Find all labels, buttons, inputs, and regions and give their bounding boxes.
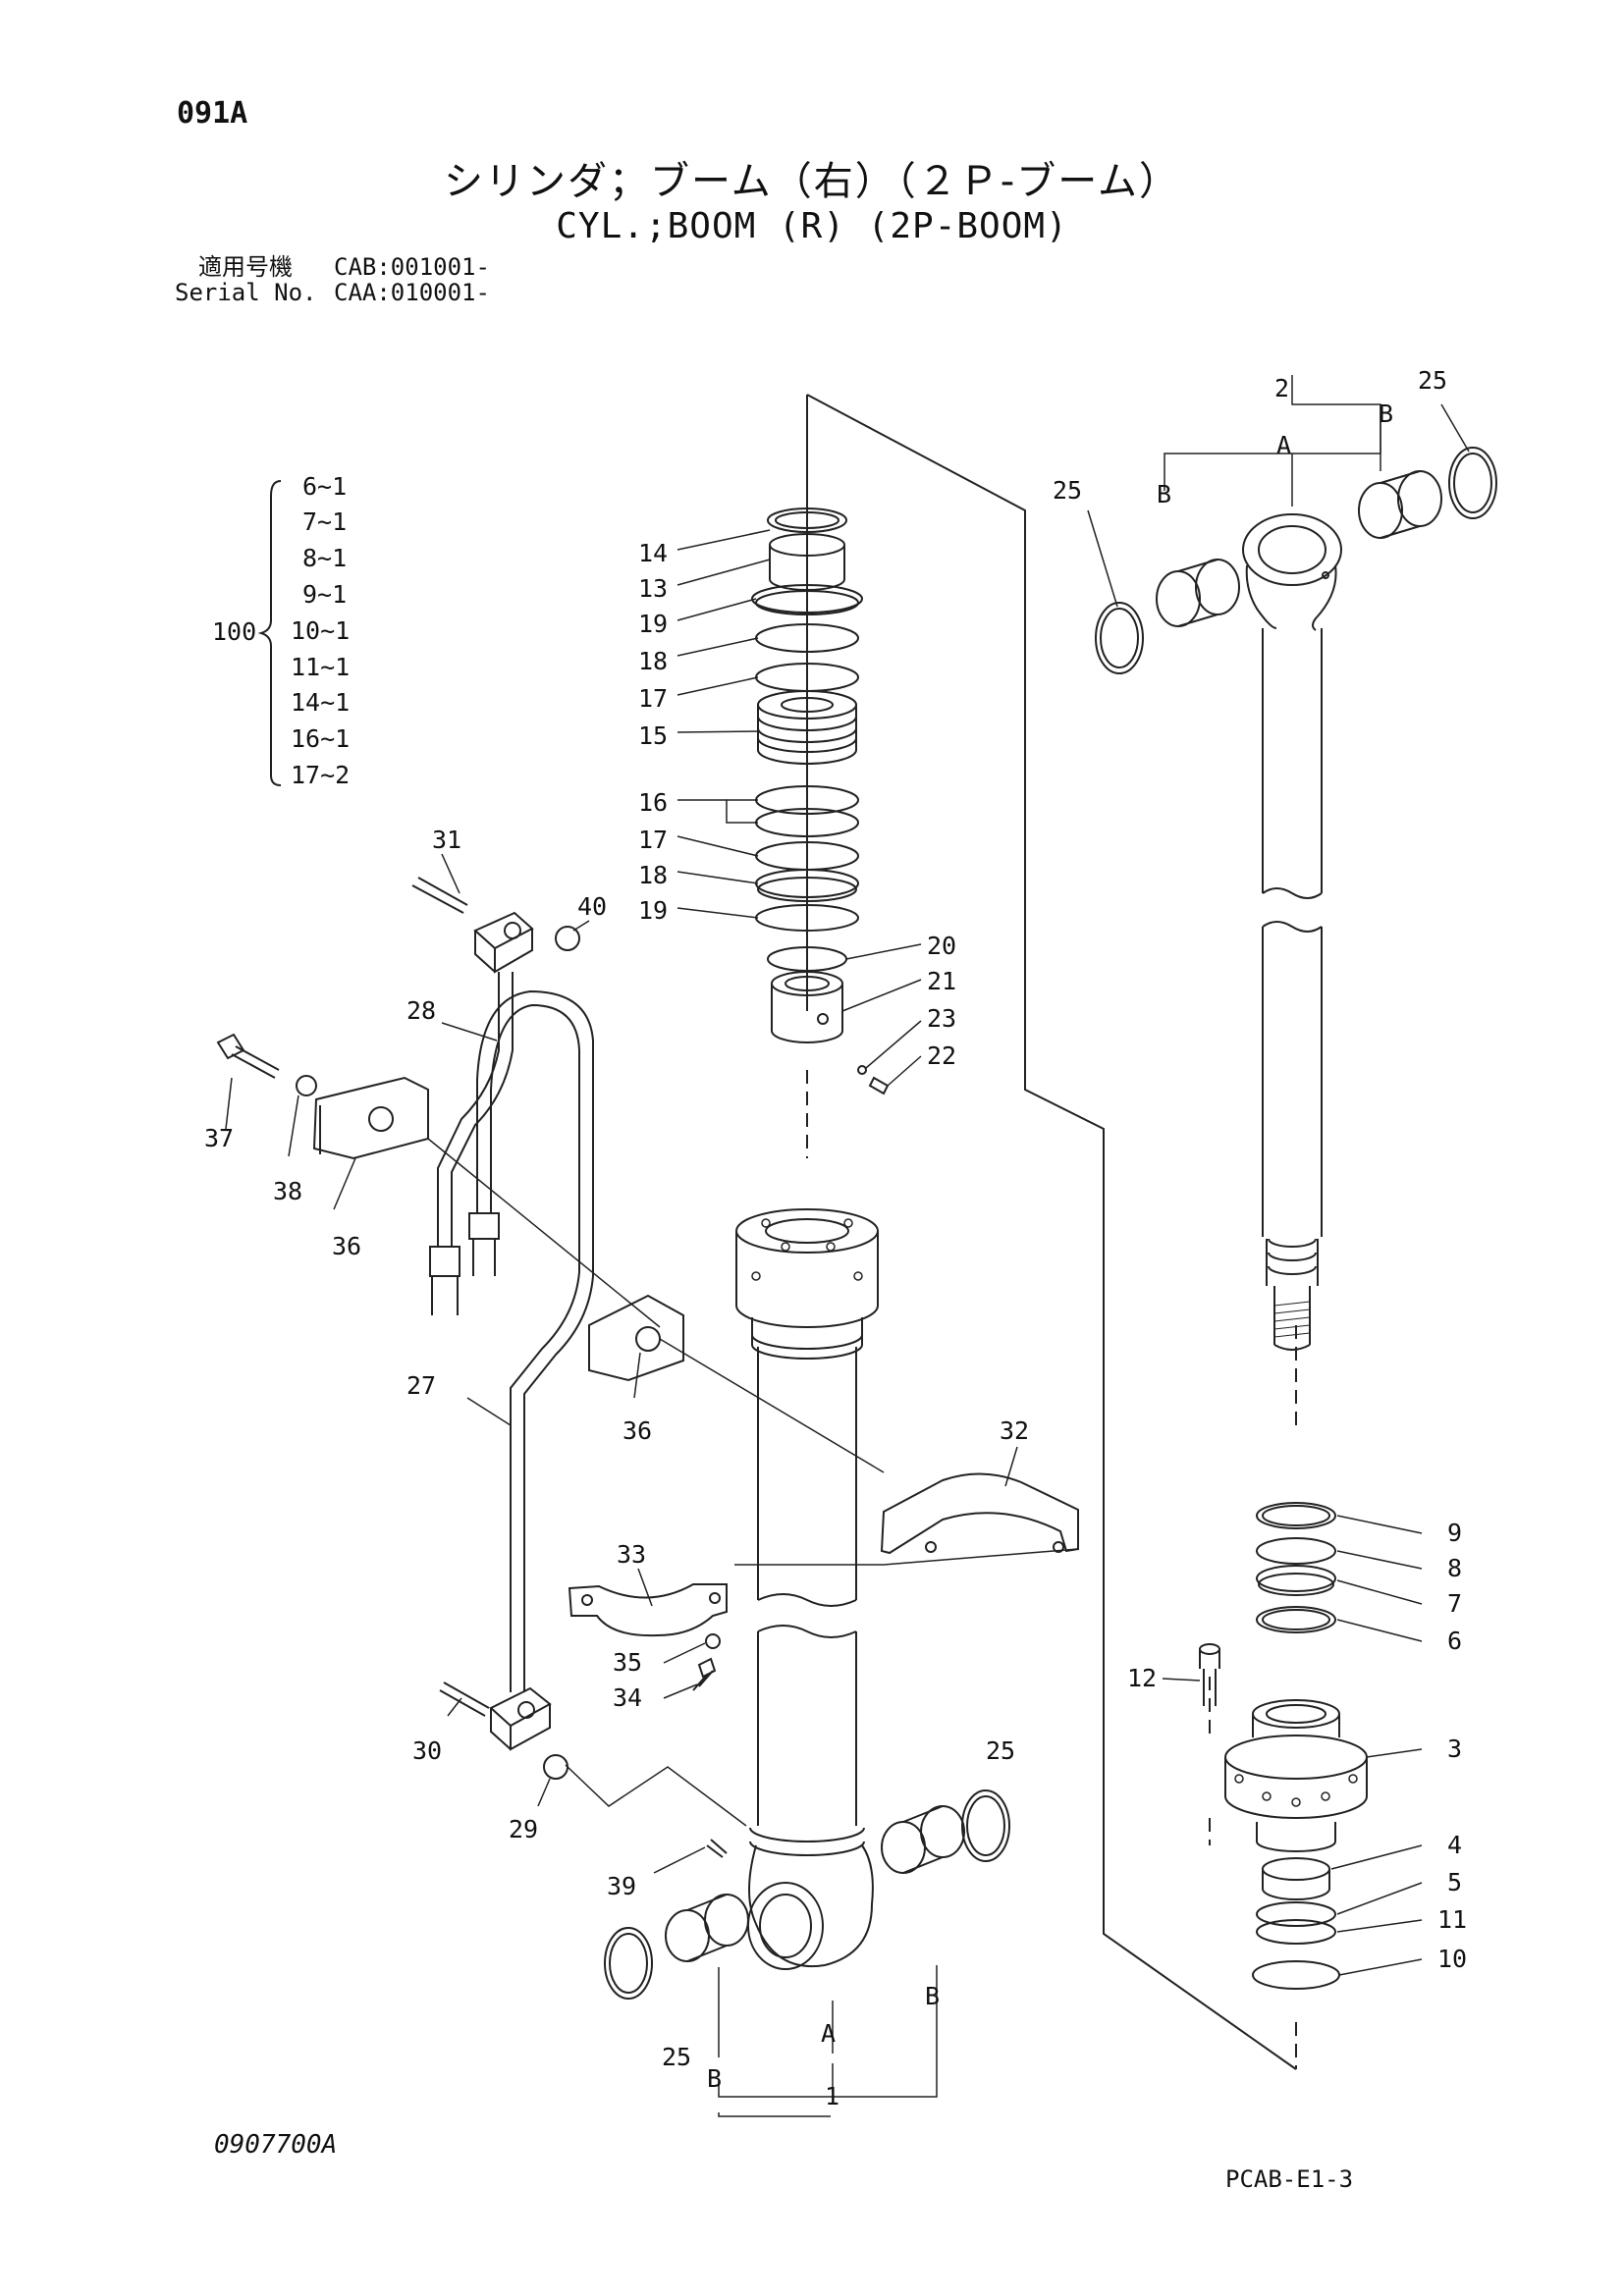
kit-item: 11~1	[291, 653, 350, 681]
callout: 31	[432, 826, 461, 854]
callout: 17	[638, 684, 668, 713]
serial-value-caa: CAA:010001-	[334, 279, 490, 306]
callout: 14	[638, 539, 668, 567]
pipe-clamps	[568, 1472, 1079, 1691]
callout: 23	[927, 1004, 956, 1033]
callout: 25	[1418, 366, 1447, 395]
leader-lines-clamps	[637, 1446, 1018, 1699]
callout: 3	[1447, 1735, 1462, 1763]
sheet-code: PCAB-E1-3	[1225, 2165, 1354, 2193]
callout: 6	[1447, 1627, 1462, 1655]
callout: B	[1157, 480, 1171, 508]
piston-rod	[1095, 375, 1497, 1351]
callout: 19	[638, 610, 668, 638]
title-english: CYL.;BOOM (R) (2P-BOOM)	[556, 206, 1068, 246]
callout: 12	[1127, 1664, 1157, 1692]
callout: 8	[1447, 1554, 1462, 1582]
kit-item: 9~1	[302, 580, 347, 609]
callout: 36	[623, 1416, 652, 1445]
callout: 1	[825, 2082, 839, 2110]
kit-item: 16~1	[291, 724, 350, 753]
callout: 15	[638, 721, 668, 750]
callout: 4	[1447, 1831, 1462, 1859]
drawing-code: 0907700A	[214, 2130, 338, 2160]
leader-lines-seal-stack	[677, 529, 922, 1087]
callout: 21	[927, 967, 956, 995]
seal-stack-upper	[751, 507, 890, 1095]
serial-label-ja: 適用号機	[198, 253, 293, 281]
callout: 34	[613, 1683, 642, 1712]
callout: 28	[406, 996, 436, 1025]
callout: 20	[927, 932, 956, 960]
callout: 11	[1437, 1905, 1467, 1934]
callout: 7	[1447, 1589, 1462, 1618]
callout: 25	[662, 2043, 691, 2071]
callout: A	[821, 2019, 836, 2048]
callout: 22	[927, 1041, 956, 1070]
callout: 10	[1437, 1945, 1467, 1973]
callout: 33	[617, 1540, 646, 1569]
callout: 40	[577, 892, 607, 921]
page-code: 091A	[177, 96, 248, 131]
callout: 27	[406, 1371, 436, 1400]
rod-head-parts	[1199, 1502, 1368, 1990]
callout: 39	[607, 1872, 636, 1900]
callout: 13	[638, 574, 668, 603]
leader-lines-rod-head	[1087, 403, 1470, 1976]
cylinder-tube	[706, 1208, 879, 1970]
callout: 25	[986, 1736, 1015, 1765]
kit-item: 7~1	[302, 507, 347, 536]
kit-item: 8~1	[302, 544, 347, 572]
callout: B	[707, 2064, 722, 2093]
callout: 35	[613, 1648, 642, 1677]
assembly-guide-lines	[806, 395, 1297, 2069]
callout-labels: 100 6~1 7~1 8~1 9~1 10~1 11~1 14~1 16~1 …	[204, 366, 1467, 2110]
callout: 17	[638, 826, 668, 854]
callout: 16	[638, 788, 668, 817]
kit-item: 6~1	[302, 472, 347, 501]
serial-value-cab: CAB:001001-	[334, 253, 490, 281]
callout: 38	[273, 1177, 302, 1205]
kit-number: 100	[212, 617, 256, 646]
callout: 2	[1274, 374, 1289, 402]
callout: 18	[638, 647, 668, 675]
assembly-route-line	[806, 394, 1297, 2070]
kit-item: 17~2	[291, 761, 350, 789]
callout: 37	[204, 1124, 234, 1152]
kit-bracket	[257, 480, 282, 786]
title-japanese: シリンダ；ブーム（右）（２Ｐ-ブーム）	[443, 159, 1181, 204]
kit-item: 14~1	[291, 688, 350, 717]
kit-item: 10~1	[291, 616, 350, 645]
callout: 19	[638, 896, 668, 925]
callout: 30	[412, 1736, 442, 1765]
callout: 5	[1447, 1868, 1462, 1896]
callout: A	[1276, 431, 1291, 459]
callout: 36	[332, 1232, 361, 1260]
callout: B	[1379, 400, 1393, 428]
hydraulic-piping	[216, 877, 684, 1780]
callout: B	[925, 1982, 940, 2010]
callout: 32	[1000, 1416, 1029, 1445]
callout: 9	[1447, 1519, 1462, 1547]
tube-bushings	[604, 1789, 1010, 2117]
leader-lines-piping	[225, 853, 885, 1874]
callout: 18	[638, 861, 668, 889]
callout: 29	[509, 1815, 538, 1843]
callout: 25	[1053, 476, 1082, 505]
serial-label-en: Serial No.	[175, 279, 317, 306]
